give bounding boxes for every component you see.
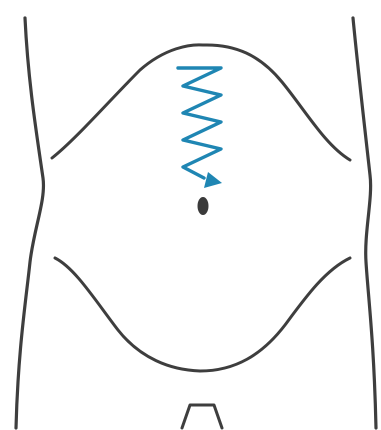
navel-icon — [198, 197, 209, 215]
groin-outline — [182, 405, 222, 428]
arrowhead — [204, 172, 222, 188]
pelvis-curve — [55, 258, 350, 371]
zigzag-path — [178, 68, 221, 178]
zigzag-arrow-icon — [178, 68, 222, 188]
torso-left-outline — [16, 18, 43, 428]
torso-right-outline — [353, 18, 376, 428]
